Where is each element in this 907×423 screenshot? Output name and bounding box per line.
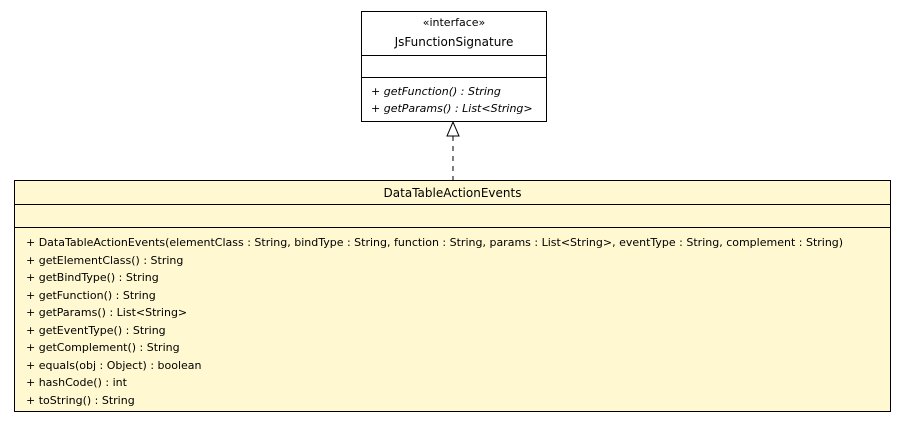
class-operation: + getBindType() : String bbox=[26, 271, 159, 284]
class-attributes-compartment bbox=[15, 205, 890, 228]
class-name: DataTableActionEvents bbox=[383, 186, 522, 200]
class-operations-compartment: + DataTableActionEvents(elementClass : S… bbox=[15, 228, 890, 409]
class-operation: + getComplement() : String bbox=[26, 341, 180, 354]
class-name-compartment: DataTableActionEvents bbox=[15, 181, 890, 205]
class-operation: + equals(obj : Object) : boolean bbox=[26, 358, 202, 372]
class-operation: + getElementClass() : String bbox=[26, 253, 184, 267]
interface-operations-compartment: + getFunction() : String + getParams() :… bbox=[362, 78, 546, 117]
interface-stereotype: «interface» bbox=[422, 16, 486, 29]
class-operation: + toString() : String bbox=[26, 393, 135, 407]
class-operation: + getParams() : List<String> bbox=[26, 306, 188, 319]
class-operation: + hashCode() : int bbox=[26, 376, 127, 389]
class-operation: + DataTableActionEvents(elementClass : S… bbox=[26, 236, 844, 249]
realization-arrowhead-icon bbox=[446, 120, 460, 137]
interface-name: JsFunctionSignature bbox=[394, 35, 514, 49]
class-operation: + getEventType() : String bbox=[26, 323, 166, 337]
interface-box-jsfunctionsignature[interactable]: «interface» JsFunctionSignature + getFun… bbox=[361, 11, 547, 122]
interface-attributes-compartment bbox=[362, 56, 546, 78]
class-box-datatableactionevents[interactable]: DataTableActionEvents + DataTableActionE… bbox=[14, 180, 891, 412]
interface-name-compartment: «interface» JsFunctionSignature bbox=[362, 12, 546, 56]
interface-operation: + getFunction() : String bbox=[371, 85, 501, 98]
class-operation: + getFunction() : String bbox=[26, 288, 156, 302]
interface-operation: + getParams() : List<String> bbox=[371, 102, 533, 115]
